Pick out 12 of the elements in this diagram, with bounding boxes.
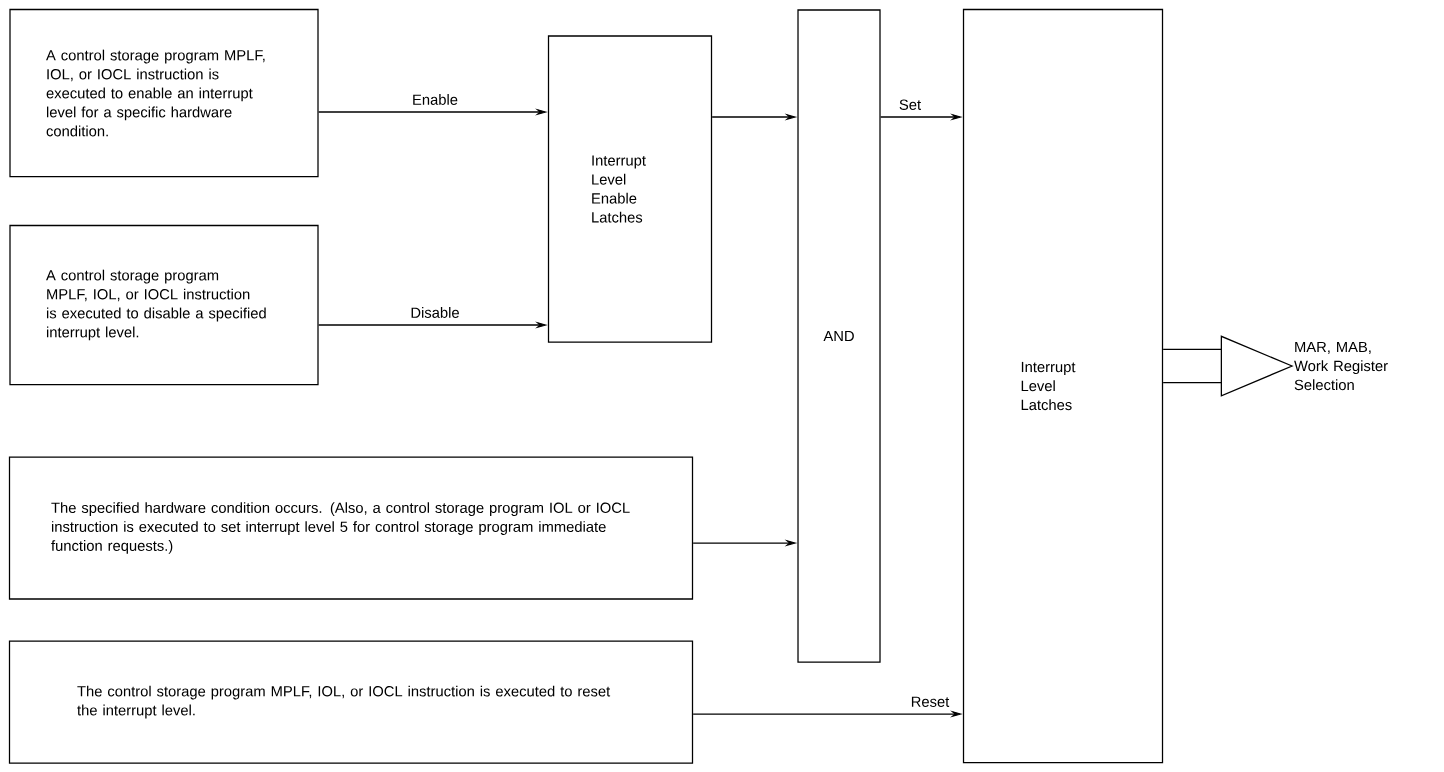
edge-label: Enable (409, 91, 461, 108)
process-box: A control storage program MPLF, IOL, or IOCL instruction is executed to enable an interrupt level for a specific hardware condition. (9, 8, 319, 178)
process-box: A control storage program MPLF, IOL, or IOCL instruction is executed to disable a specified interrupt level. (9, 224, 319, 386)
edge-label: Reset (907, 693, 953, 710)
edge-label: Set (896, 96, 924, 113)
edge-label: Disable (407, 304, 463, 321)
latch-block: Interrupt Level Enable Latches (547, 35, 713, 343)
latch-block: Interrupt Level Latches (962, 8, 1164, 764)
process-box: The specified hardware condition occurs. (Also, a control storage program IOL or IOCL instruction is executed to set interrupt level 5 for control storage program immediate function requests.) (8, 456, 694, 600)
process-box: The control storage program MPLF, IOL, or IOCL instruction is executed to reset the interrupt level. (8, 640, 694, 764)
output-text: MAR, MAB, Work Register Selection (1294, 341, 1388, 391)
gate-block: AND (797, 9, 881, 663)
